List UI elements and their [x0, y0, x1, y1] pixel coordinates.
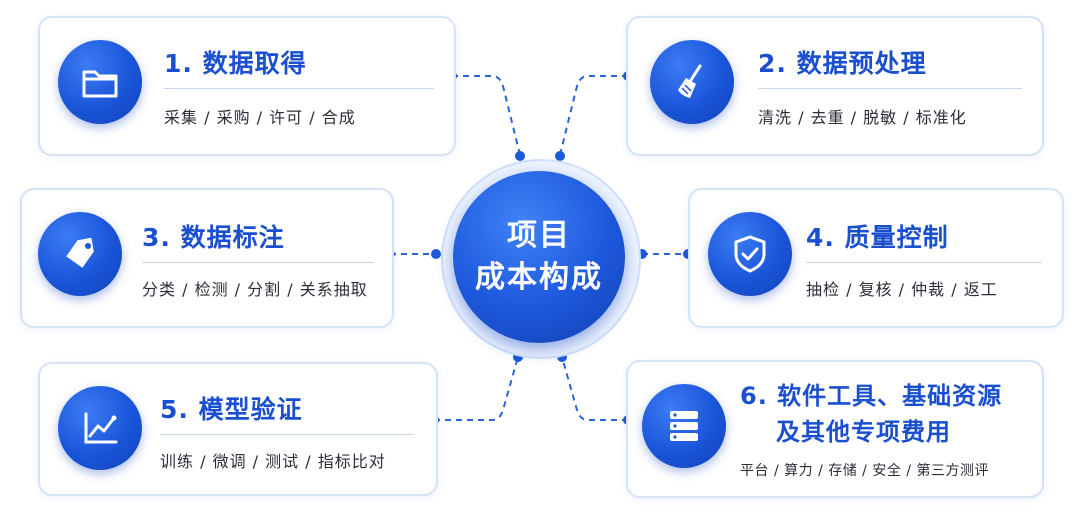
divider: [806, 262, 1042, 263]
card-software-tools: [626, 360, 1044, 498]
card-4-title: 4. 质量控制: [806, 223, 949, 252]
center-title-line1: 项目: [507, 218, 571, 253]
server-icon: [642, 384, 726, 468]
card-2-title: 2. 数据预处理: [758, 49, 927, 78]
shield-check-icon: [708, 212, 792, 296]
broom-icon: [650, 40, 734, 124]
center-title-line2: 成本构成: [475, 260, 603, 295]
divider: [164, 88, 434, 89]
card-3-items: 分类 / 检测 / 分割 / 关系抽取: [142, 280, 368, 299]
card-6-title: 6. 软件工具、基础资源 及其他专项费用: [740, 378, 1030, 450]
connector-5: [434, 356, 519, 421]
card-2-items: 清洗 / 去重 / 脱敏 / 标准化: [758, 108, 967, 127]
center-node: 项目 成本构成: [453, 171, 625, 343]
card-1-title: 1. 数据取得: [164, 49, 307, 78]
card-6-title-line2: 及其他专项费用: [776, 418, 951, 446]
line-chart-icon: [58, 386, 142, 470]
card-3-title: 3. 数据标注: [142, 223, 285, 252]
card-1-items: 采集 / 采购 / 许可 / 合成: [164, 108, 356, 127]
divider: [142, 262, 374, 263]
card-5-title: 5. 模型验证: [160, 395, 303, 424]
divider: [758, 88, 1022, 89]
tag-icon: [38, 212, 122, 296]
card-6-title-line1: 6. 软件工具、基础资源: [740, 382, 1003, 410]
connector-6: [561, 356, 628, 421]
connector-dot: [431, 249, 441, 259]
connector-2: [559, 75, 628, 156]
folder-icon: [58, 40, 142, 124]
card-6-items: 平台 / 算力 / 存储 / 安全 / 第三方测评: [740, 463, 989, 479]
card-4-items: 抽检 / 复核 / 仲裁 / 返工: [806, 280, 998, 299]
connector-1: [452, 75, 521, 156]
card-quality-control: [688, 188, 1064, 328]
divider: [160, 434, 414, 435]
card-5-items: 训练 / 微调 / 测试 / 指标比对: [160, 452, 386, 471]
